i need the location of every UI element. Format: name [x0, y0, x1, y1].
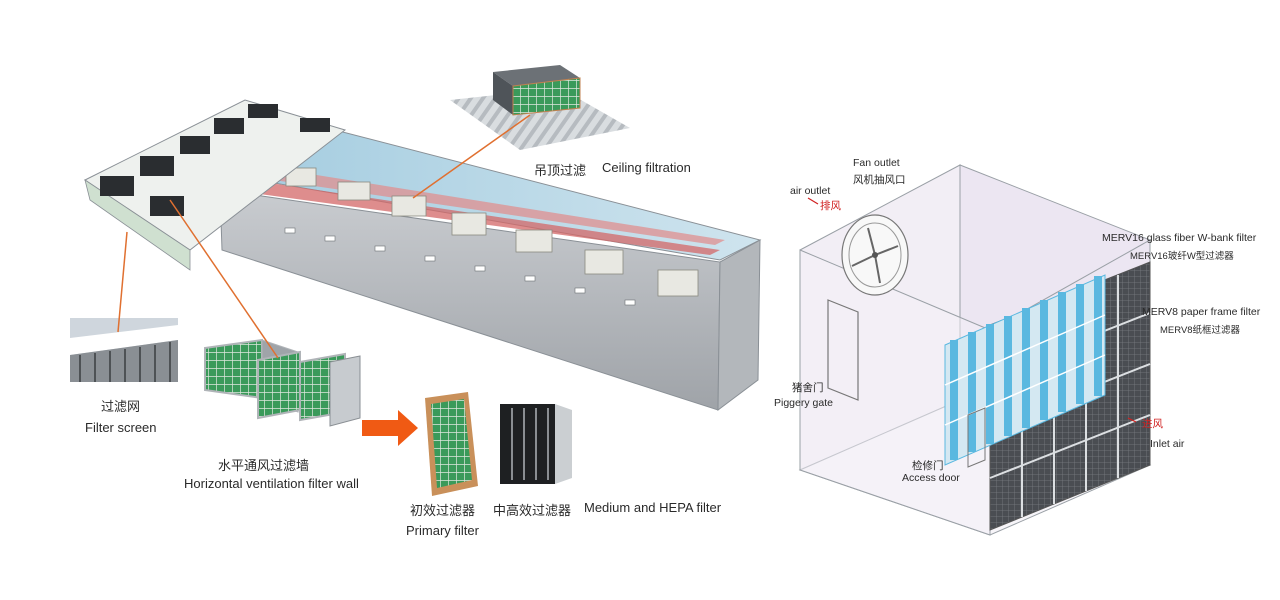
- label-piggery-gate-en: Piggery gate: [774, 397, 833, 409]
- label-access-door-zh: 检修门: [912, 460, 944, 472]
- primary-filter-image: [425, 392, 478, 496]
- leader-ceiling: [412, 114, 531, 199]
- filter-screen-image: [70, 318, 178, 382]
- label-inlet-air-en: Inlet air: [1150, 438, 1185, 450]
- label-hepa-filter-en: Medium and HEPA filter: [584, 500, 722, 515]
- label-merv16-en: MERV16 glass fiber W-bank filter: [1102, 232, 1257, 244]
- leader-filter-wall: [169, 199, 279, 359]
- label-merv8-zh: MERV8纸框过滤器: [1160, 325, 1241, 336]
- label-inlet-air-zh: 进风: [1142, 418, 1163, 430]
- label-fan-outlet-zh: 风机抽风口: [853, 174, 906, 186]
- access-door: [967, 407, 986, 468]
- label-access-door-en: Access door: [902, 472, 960, 484]
- hepa-filter-image: [500, 404, 572, 484]
- label-air-outlet-zh: 排风: [820, 200, 841, 212]
- label-ceiling-en: Ceiling filtration: [602, 160, 691, 175]
- label-filter-screen-en: Filter screen: [85, 420, 157, 435]
- label-primary-filter-zh: 初效过滤器: [410, 503, 476, 518]
- flow-arrow: [362, 410, 418, 446]
- filter-wall-image: [204, 338, 361, 427]
- label-piggery-gate-zh: 猪舍门: [792, 382, 824, 394]
- leader-filter-screen: [117, 231, 128, 333]
- label-filter-screen-zh: 过滤网: [101, 399, 141, 414]
- label-filter-wall-en: Horizontal ventilation filter wall: [184, 476, 359, 491]
- label-filter-wall-zh: 水平通风过滤墙: [218, 458, 310, 473]
- piggery-gate: [827, 299, 859, 401]
- leader-lines: [117, 114, 531, 359]
- label-fan-outlet-en: Fan outlet: [853, 157, 900, 169]
- label-merv8-en: MERV8 paper frame filter: [1142, 306, 1261, 318]
- label-air-outlet-en: air outlet: [790, 185, 831, 197]
- fan-outlet: [841, 214, 909, 296]
- ceiling-filter-image: [450, 65, 630, 150]
- air-flow-arrows: [807, 197, 1137, 423]
- piggery-building: [84, 99, 762, 412]
- label-hepa-filter-zh: 中高效过滤器: [493, 503, 572, 518]
- label-primary-filter-en: Primary filter: [406, 523, 479, 538]
- label-ceiling-zh: 吊顶过滤: [534, 163, 587, 178]
- label-merv16-zh: MERV16玻纤W型过滤器: [1130, 251, 1234, 262]
